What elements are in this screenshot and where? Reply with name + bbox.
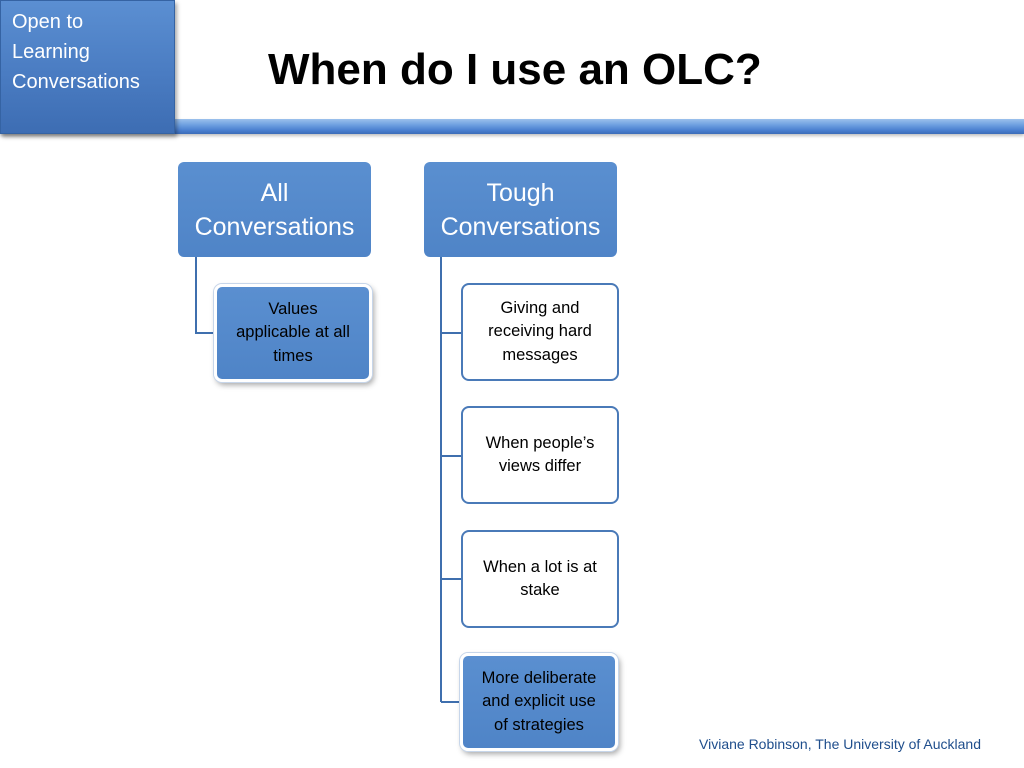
- item-line: Values: [268, 299, 318, 318]
- section-label-box: Open to Learning Conversations: [0, 0, 175, 134]
- heading-line: Conversations: [440, 212, 601, 241]
- item-values-applicable: Values applicable at all times: [214, 284, 372, 382]
- item-views-differ: When people’s views differ: [461, 406, 619, 504]
- item-line: receiving hard: [488, 322, 592, 341]
- section-label-line-1: Open to: [12, 11, 84, 33]
- heading-line: All: [260, 178, 289, 207]
- column-heading-tough-conversations: Tough Conversations: [424, 162, 617, 257]
- item-line: More deliberate: [481, 668, 597, 687]
- item-line: stake: [520, 581, 560, 599]
- footer-attribution: Viviane Robinson, The University of Auck…: [699, 736, 981, 752]
- item-line: views differ: [498, 457, 582, 475]
- connector-all-trunk: [195, 257, 217, 334]
- item-line: messages: [502, 345, 578, 364]
- item-lot-at-stake: When a lot is at stake: [461, 530, 619, 628]
- section-label-line-3: Conversations: [12, 71, 140, 93]
- heading-line: Tough: [486, 178, 555, 207]
- item-line: and explicit use: [482, 692, 596, 711]
- item-deliberate-strategies: More deliberate and explicit use of stra…: [460, 653, 618, 751]
- title-underline-bar: [0, 119, 1024, 134]
- item-line: When a lot is at: [483, 557, 597, 576]
- slide-title: When do I use an OLC?: [268, 45, 762, 94]
- item-line: times: [273, 346, 313, 365]
- item-giving-receiving-hard-messages: Giving and receiving hard messages: [461, 283, 619, 381]
- column-heading-all-conversations: All Conversations: [178, 162, 371, 257]
- item-line: of strategies: [494, 715, 584, 734]
- item-line: Giving and: [500, 298, 580, 317]
- heading-line: Conversations: [194, 212, 355, 241]
- item-line: When people’s: [485, 433, 595, 452]
- item-line: applicable at all: [236, 323, 350, 342]
- section-label-line-2: Learning: [12, 41, 90, 63]
